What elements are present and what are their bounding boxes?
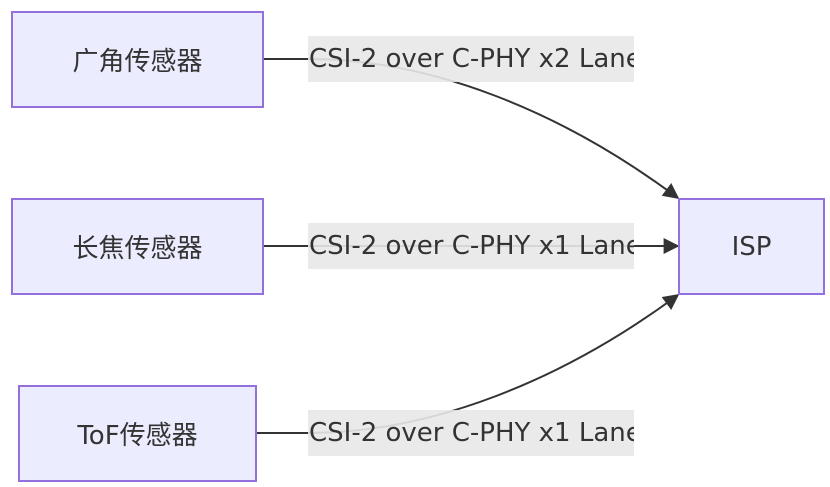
edge-label-tele: CSI-2 over C-PHY x1 Lane xyxy=(308,223,634,269)
node-isp: ISP xyxy=(678,198,825,295)
node-label: 长焦传感器 xyxy=(72,234,203,264)
node-telephoto-sensor: 长焦传感器 xyxy=(11,198,264,295)
node-label: ISP xyxy=(731,231,772,262)
edge-label-wide: CSI-2 over C-PHY x2 Lane xyxy=(308,36,634,82)
node-wide-angle-sensor: 广角传感器 xyxy=(11,11,264,108)
node-tof-sensor: ToF传感器 xyxy=(18,385,257,482)
node-label: ToF传感器 xyxy=(77,421,198,451)
node-label: 广角传感器 xyxy=(72,47,203,77)
edge-label-tof: CSI-2 over C-PHY x1 Lane xyxy=(308,410,634,456)
